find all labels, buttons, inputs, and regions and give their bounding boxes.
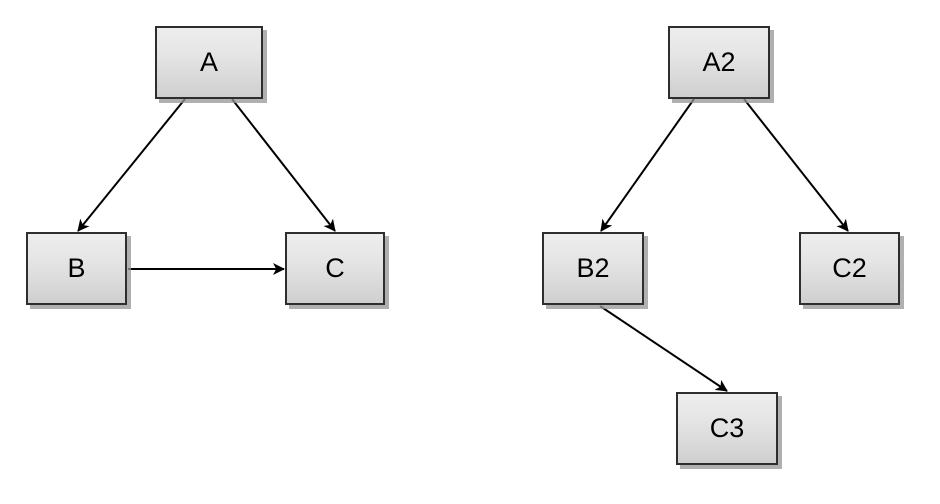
node-c[interactable]: C bbox=[285, 232, 385, 305]
node-a2[interactable]: A2 bbox=[668, 26, 770, 99]
edge-a-to-c bbox=[231, 98, 336, 232]
node-label-a2: A2 bbox=[702, 47, 736, 77]
node-label-c2: C2 bbox=[832, 253, 867, 283]
edge-a-to-b bbox=[77, 98, 186, 232]
node-label-b2: B2 bbox=[576, 253, 610, 283]
node-b[interactable]: B bbox=[26, 232, 127, 305]
node-c2[interactable]: C2 bbox=[799, 232, 900, 305]
edges-group bbox=[77, 98, 849, 392]
node-label-b: B bbox=[67, 253, 86, 283]
edge-a2-to-c2 bbox=[743, 98, 849, 232]
node-b2[interactable]: B2 bbox=[542, 232, 644, 305]
node-label-c: C bbox=[325, 253, 345, 283]
node-label-c3: C3 bbox=[709, 413, 745, 443]
node-c3[interactable]: C3 bbox=[676, 392, 778, 465]
node-label-a: A bbox=[199, 47, 218, 77]
edge-a2-to-b2 bbox=[600, 98, 695, 232]
node-a[interactable]: A bbox=[155, 26, 263, 99]
edge-b2-to-c3 bbox=[599, 305, 728, 392]
